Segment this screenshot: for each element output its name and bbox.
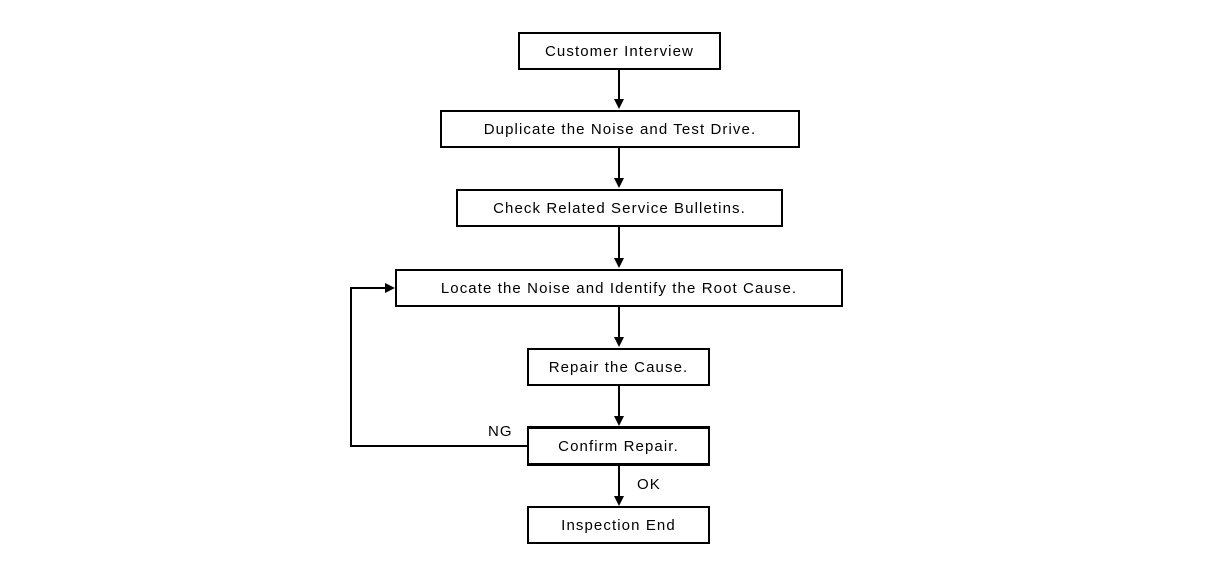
- node-confirm-repair[interactable]: Confirm Repair.: [527, 426, 710, 466]
- node-label: Customer Interview: [544, 42, 694, 60]
- arrowhead-right-ng: [385, 283, 395, 293]
- connector-locate-to-repair: [618, 307, 620, 339]
- connector-repair-to-confirm: [618, 386, 620, 418]
- node-label: Duplicate the Noise and Test Drive.: [483, 120, 757, 138]
- arrowhead-down-1: [614, 99, 624, 109]
- arrowhead-down-4: [614, 337, 624, 347]
- node-duplicate-noise[interactable]: Duplicate the Noise and Test Drive.: [440, 110, 800, 148]
- connector-interview-to-duplicate: [618, 70, 620, 102]
- connector-bulletins-to-locate: [618, 227, 620, 260]
- node-label: Inspection End: [561, 516, 676, 534]
- node-inspection-end[interactable]: Inspection End: [527, 506, 710, 544]
- edge-label-ok: OK: [637, 476, 661, 493]
- node-customer-interview[interactable]: Customer Interview: [518, 32, 721, 70]
- loop-ng-horizontal-segment: [350, 445, 528, 447]
- arrowhead-down-2: [614, 178, 624, 188]
- node-repair-cause[interactable]: Repair the Cause.: [527, 348, 710, 386]
- node-locate-noise[interactable]: Locate the Noise and Identify the Root C…: [395, 269, 843, 307]
- connector-confirm-to-end: [618, 466, 620, 498]
- loop-ng-vertical-segment: [350, 287, 352, 447]
- loop-ng-return-segment: [350, 287, 388, 289]
- arrowhead-down-3: [614, 258, 624, 268]
- node-label: Repair the Cause.: [548, 358, 689, 376]
- node-check-bulletins[interactable]: Check Related Service Bulletins.: [456, 189, 783, 227]
- arrowhead-down-6: [614, 496, 624, 506]
- connector-duplicate-to-bulletins: [618, 148, 620, 180]
- node-label: Check Related Service Bulletins.: [493, 199, 746, 217]
- arrowhead-down-5: [614, 416, 624, 426]
- node-label: Locate the Noise and Identify the Root C…: [440, 279, 798, 297]
- edge-label-ng: NG: [488, 423, 513, 440]
- node-label: Confirm Repair.: [558, 437, 679, 455]
